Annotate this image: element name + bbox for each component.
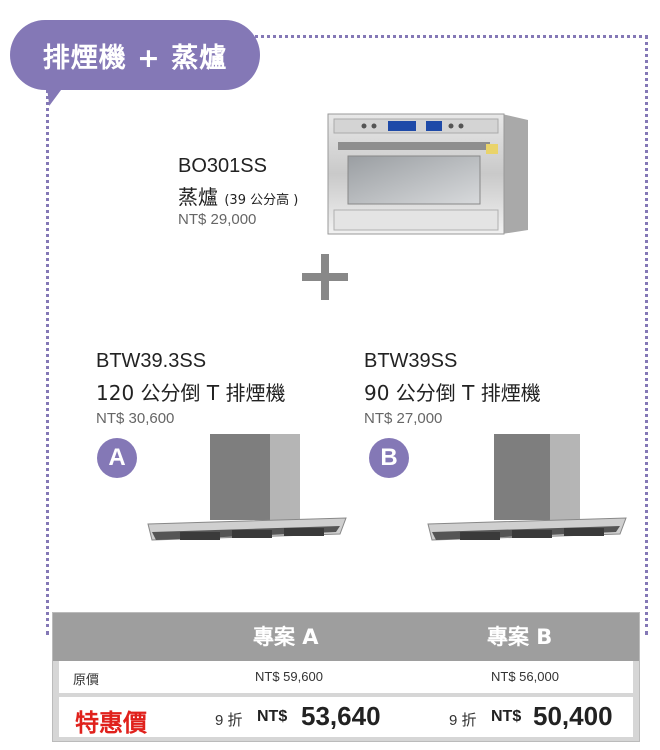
discount-b: 9 折 bbox=[449, 712, 477, 729]
hood-a-model: BTW39.3SS bbox=[96, 350, 207, 372]
price-table: 專案 A 專案 B 原價 NT$ 59,600 NT$ 56,000 特惠價 9… bbox=[52, 612, 640, 742]
plus-icon bbox=[302, 254, 348, 300]
original-price-row: 原價 NT$ 59,600 NT$ 56,000 bbox=[59, 661, 633, 693]
table-header: 專案 A 專案 B bbox=[53, 613, 639, 661]
hood-a-price: NT$ 30,600 bbox=[96, 410, 175, 427]
discount-a: 9 折 bbox=[215, 712, 243, 729]
badge-b: B bbox=[369, 438, 409, 478]
dotted-frame bbox=[46, 35, 648, 635]
hood-b-model: BTW39SS bbox=[364, 350, 458, 372]
oven-price: NT$ 29,000 bbox=[178, 211, 257, 228]
header-plan-a: 專案 A bbox=[253, 625, 319, 649]
hood-b-name: 90 公分倒 T 排煙機 bbox=[364, 381, 541, 405]
oven-name-text: 蒸爐 bbox=[178, 185, 218, 209]
oven-name: 蒸爐 (39 公分高 ) bbox=[178, 181, 298, 210]
special-price-a: 53,640 bbox=[301, 701, 381, 731]
original-price-b: NT$ 56,000 bbox=[491, 669, 559, 684]
currency-a: NT$ bbox=[257, 708, 288, 725]
oven-model: BO301SS bbox=[178, 155, 267, 177]
badge-a: A bbox=[97, 438, 137, 478]
hood-b-image bbox=[427, 434, 627, 541]
special-label: 特惠價 bbox=[75, 709, 147, 737]
steam-oven-image bbox=[327, 113, 528, 235]
hood-a-name: 120 公分倒 T 排煙機 bbox=[96, 381, 286, 405]
currency-b: NT$ bbox=[491, 708, 522, 725]
hood-b-price: NT$ 27,000 bbox=[364, 410, 443, 427]
hood-a-image bbox=[147, 434, 347, 541]
oven-height-note: (39 公分高 ) bbox=[224, 193, 299, 208]
special-price-b: 50,400 bbox=[533, 701, 613, 731]
header-plan-b: 專案 B bbox=[487, 625, 553, 649]
original-label: 原價 bbox=[73, 672, 100, 687]
special-price-row: 特惠價 9 折 NT$ 53,640 9 折 NT$ 50,400 bbox=[59, 697, 633, 737]
title-badge: 排煙機 + 蒸爐 bbox=[10, 20, 260, 90]
original-price-a: NT$ 59,600 bbox=[255, 669, 323, 684]
title-text: 排煙機 + 蒸爐 bbox=[42, 42, 228, 74]
